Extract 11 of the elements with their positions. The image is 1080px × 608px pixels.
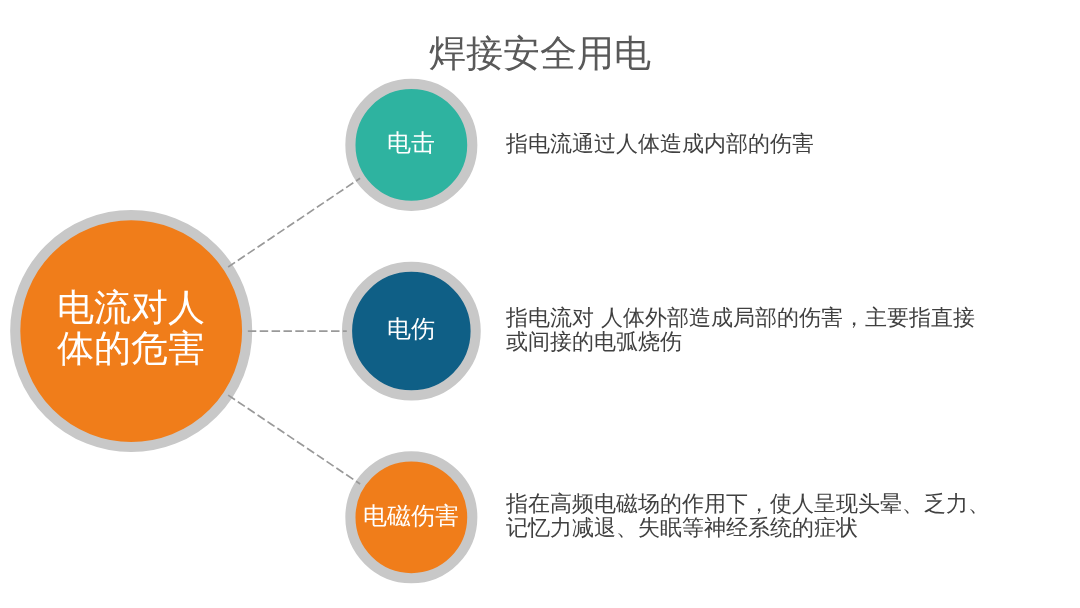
node-circle: 电伤 (341, 261, 481, 401)
node-label: 指电流对 人体外部造成局部的伤害，主要指直接或间接的电弧烧伤 (506, 304, 976, 354)
node-label: 指在高频电磁场的作用下，使人呈现头晕、乏力、记忆力减退、失眠等神经系统的症状 (506, 491, 991, 540)
connector (247, 330, 348, 332)
node-label: 指电流通过人体造成内部的伤害 (506, 130, 815, 156)
node-circle: 电流对人体的危害 (10, 210, 253, 453)
connector (227, 394, 361, 485)
connector (227, 177, 361, 268)
node-circle: 电磁伤害 (345, 451, 478, 584)
node-circle: 电击 (345, 78, 478, 211)
diagram-title: 焊接安全用电 (429, 31, 651, 76)
